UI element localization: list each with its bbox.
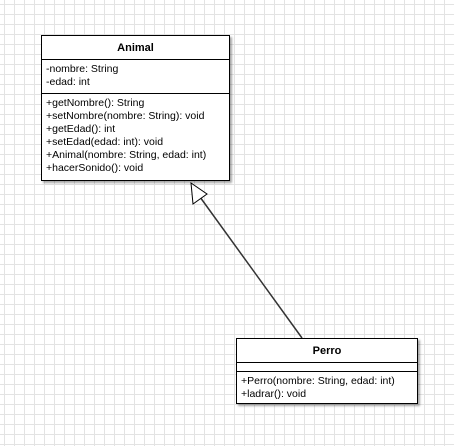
operation-get-nombre: +getNombre(): String [46,97,145,109]
operations-section-animal: +getNombre(): String +setNombre(nombre: … [42,94,229,175]
class-animal[interactable]: Animal -nombre: String -edad: int +getNo… [41,35,230,181]
operation-ladrar: +ladrar(): void [241,388,307,400]
generalization-arrowhead-icon [190,181,208,205]
operation-animal-constructor: +Animal(nombre: String, edad: int) [46,149,207,161]
attributes-section-perro [237,363,417,372]
operations-section-perro: +Perro(nombre: String, edad: int) +ladra… [237,372,417,401]
generalization-line[interactable] [199,196,303,339]
class-name-perro: Perro [237,339,417,363]
attributes-section-animal: -nombre: String -edad: int [42,60,229,94]
operation-set-nombre: +setNombre(nombre: String): void [46,110,205,122]
operation-get-edad: +getEdad(): int [46,123,116,135]
operation-hacer-sonido: +hacerSonido(): void [46,162,144,174]
operation-set-edad: +setEdad(edad: int): void [46,136,164,148]
class-perro[interactable]: Perro +Perro(nombre: String, edad: int) … [236,338,418,404]
attribute-edad: -edad: int [46,76,90,88]
class-name-animal: Animal [42,36,229,60]
attribute-nombre: -nombre: String [46,63,119,75]
operation-perro-constructor: +Perro(nombre: String, edad: int) [241,375,395,387]
